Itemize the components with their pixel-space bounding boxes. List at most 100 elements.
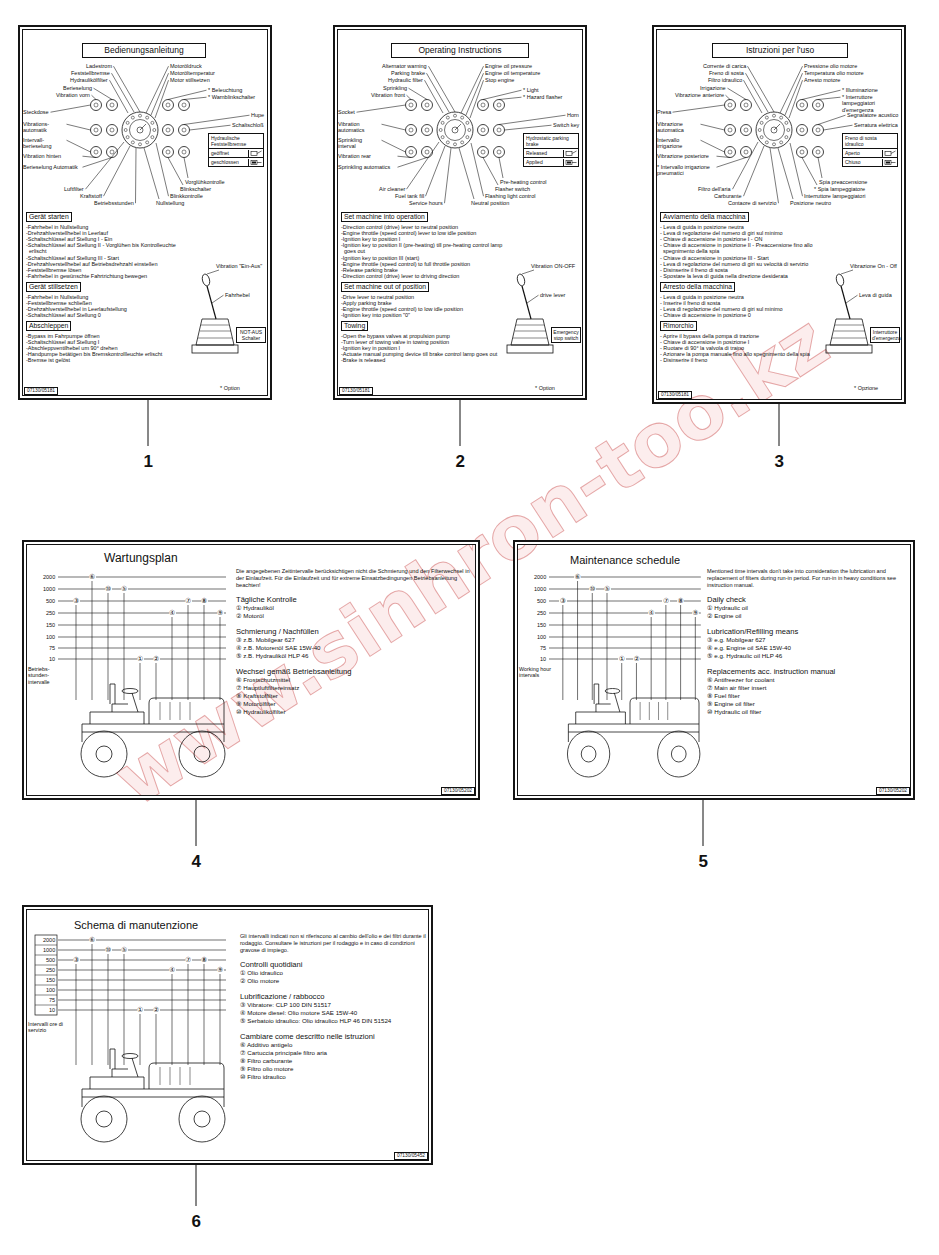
callout-number: ④ (169, 609, 176, 617)
callout-label: Vibration "Ein-Aus" (216, 263, 262, 269)
part-number-box-text: 07130/05181 (659, 392, 691, 398)
switch-knob (179, 125, 190, 136)
instruction-line: -Bremse ist gelöst (26, 357, 192, 363)
instruction-line: - Chiave di accensione in posizione II -… (660, 242, 826, 255)
callout-label: Intervallo irrigazione (657, 137, 699, 150)
seat (110, 1049, 128, 1077)
instruction-line: - Chiave di accensione in posizione 0 (660, 312, 826, 318)
switch-knob (422, 125, 433, 136)
switch-knob (725, 100, 736, 111)
switch-knob (741, 100, 752, 111)
brake-legend-box: Hydrostatic parking brakeReleasedApplied (523, 133, 579, 167)
switch-knob (406, 147, 417, 158)
brake-lever (257, 162, 262, 163)
instrument-cluster (122, 112, 158, 148)
maintenance-item: ④ Motore diesel: Olio motore SAE 15W-40 (240, 1009, 426, 1017)
leader-line (748, 66, 775, 112)
leader-line (717, 158, 747, 168)
front-drum (658, 731, 700, 777)
maintenance-item: ⑦ Hauptluftfiltereinsatz (236, 684, 472, 692)
service-point-line (592, 589, 593, 700)
interval-scale-value: 150 (537, 622, 546, 628)
callout-label: * Beleuchtung (208, 87, 242, 93)
legend-heading: Hydrostatic parking brake (524, 134, 578, 148)
section-heading: Avviamento della macchina (660, 212, 749, 222)
service-point-line (188, 960, 189, 1065)
instruction-line: -Engine throttle (speed control) lever t… (341, 230, 507, 236)
service-point-line (204, 960, 205, 1065)
leader-line (135, 148, 137, 203)
callout-number: 2 (456, 452, 465, 472)
interval-line (549, 625, 701, 626)
scale-grid-line (35, 995, 57, 996)
warning-lamp (439, 129, 442, 132)
switch-knob (797, 147, 808, 158)
leader-line (818, 115, 846, 124)
leader-line (744, 146, 765, 196)
brake-lever (891, 162, 896, 163)
service-point-line (76, 601, 77, 700)
callout-label: Intervall-berieselung (23, 137, 65, 150)
warning-lamp (131, 116, 134, 119)
legend-row: Chiuso (843, 157, 897, 166)
section-heading-text: Gerät stillsetzen (27, 283, 80, 291)
front-drum (179, 731, 225, 777)
list-heading: Lubrificazione / rabbocco (240, 992, 426, 1001)
switch-center (728, 103, 732, 107)
leader-line (156, 143, 169, 196)
interval-scale-value: 150 (46, 977, 55, 983)
callout-label: Corrente di carica (703, 63, 746, 69)
instruction-line: - Spostare la leva di guida nella direzi… (660, 273, 826, 279)
legend-entry: geschlossen (209, 158, 248, 166)
leader-line (499, 158, 503, 179)
warning-lamp (146, 141, 149, 144)
callout-number: ⑩ (105, 946, 112, 954)
switch-knob (163, 147, 174, 158)
rear-drum (567, 731, 609, 777)
instruction-decal: Alternator warningParking brakeHydraulic… (333, 25, 587, 400)
drive-lever-illustration (192, 273, 238, 353)
instruction-line: -Handpumpe betätigen bis Bremskontrollle… (26, 351, 192, 357)
leader-line (818, 97, 841, 99)
callout-number: ① (137, 1006, 144, 1014)
leader-line (728, 88, 747, 99)
steering-wheel (122, 1054, 138, 1059)
warning-lamp (760, 136, 763, 139)
callout-label: Service hours (409, 200, 443, 206)
callout-label: Socket (338, 109, 355, 115)
operator-platform (90, 712, 144, 724)
maintenance-item: ① Olio idraulico (240, 969, 426, 977)
callout-label: drive lever (540, 292, 565, 298)
drive-lever-illustration (507, 273, 553, 353)
callout-label: Vibrazione posteriore (657, 153, 715, 159)
instruction-line: -Ignition key to position II (pre-heatin… (341, 242, 507, 255)
leader-line (382, 124, 406, 130)
steering-wheel (122, 689, 138, 694)
steering-column (614, 693, 620, 712)
instruction-line: -Drehzahlverstellhebel in Leerlauf (26, 230, 192, 236)
maintenance-item: ② Olio motore (240, 977, 426, 985)
callout-number: ② (153, 655, 160, 663)
legend-row: geöffnet (209, 148, 263, 157)
warning-lamp (126, 121, 129, 124)
callout-number: 3 (775, 452, 784, 472)
callout-leader (460, 400, 461, 446)
callout-number: ④ (648, 609, 655, 617)
leader-line (785, 73, 803, 115)
callout-label: Schaltschloß (232, 122, 264, 128)
leader-line (51, 105, 91, 112)
service-point-line (621, 659, 622, 700)
service-point-line (140, 659, 141, 700)
list-heading: Schmierung / Nachfüllen (236, 627, 472, 636)
instruction-line: -Direction control (drive) lever to driv… (341, 273, 507, 279)
list-heading: Replacements acc. instruction manual (707, 667, 907, 676)
list-heading: Lubrication/Refilling means (707, 627, 907, 636)
scale-grid-line (35, 975, 57, 976)
callout-number: 5 (699, 852, 708, 872)
instrument-cluster (437, 112, 473, 148)
frame (82, 724, 224, 742)
interval-line (58, 1000, 226, 1001)
emergency-stop-box: NOT-AUS Schalter (236, 327, 266, 343)
leader-line (86, 142, 125, 189)
switch-knob (725, 125, 736, 136)
